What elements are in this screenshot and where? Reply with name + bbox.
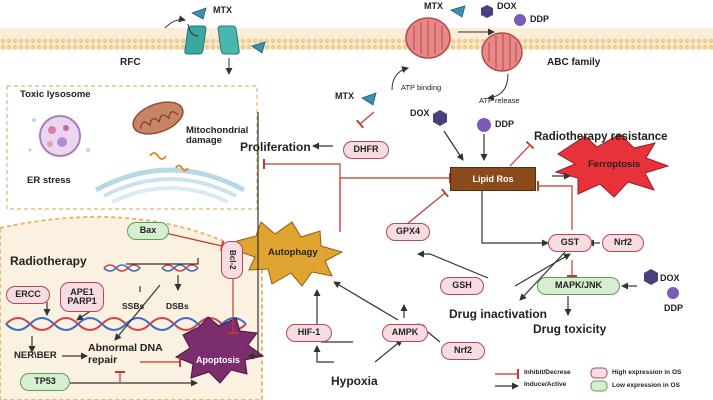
legend-high-swatch (590, 367, 608, 379)
dsbs-label: DSBs (166, 301, 189, 311)
gsh-node: GSH (440, 277, 484, 295)
mtx-top-drug-icon (191, 7, 207, 20)
ddp-top-label: DDP (530, 14, 550, 24)
mtx-abc-drug-icon (450, 5, 466, 18)
tp53-node: TP53 (20, 373, 70, 391)
mtx-rfc-drug-icon (251, 41, 266, 54)
mtx-left-label: MTX (335, 91, 354, 101)
abc-transporter-1-icon (405, 17, 451, 59)
ampk-to-autophagy-arrow (333, 281, 399, 321)
ferroptosis-star (554, 133, 670, 198)
dox-to-lipid-arrow (443, 130, 464, 161)
atp-binding-arrow (391, 66, 409, 91)
radiotherapy-label: Radiotherapy (10, 254, 87, 268)
protein-squiggle-icon (149, 152, 189, 172)
gsh-to-gpx4-arrow (417, 250, 489, 279)
drug-inactivation-label: Drug inactivation (449, 307, 548, 321)
mtx-top-right-label: MTX (424, 1, 443, 11)
dox-cell-drug-icon (433, 110, 447, 126)
hypoxia-to-ampk-arrow (374, 339, 403, 363)
autophagy-inhibit-proliferation (263, 159, 341, 232)
ddp-right-drug-icon (667, 287, 679, 299)
apoptosis-label: Apoptosis (196, 355, 240, 365)
dna-fragments-icon (103, 264, 199, 272)
dox-center-label: DOX (410, 108, 430, 118)
mapk-jnk-node: MAPK/JNK (537, 277, 620, 295)
drug-toxicity-label: Drug toxicity (533, 322, 607, 336)
bax-inhibit-bcl2 (164, 232, 225, 252)
ercc-node: ERCC (6, 286, 50, 304)
rfc-arrow-left (164, 15, 186, 29)
organelle-box (6, 85, 258, 210)
gst-to-drug-inactivation-arrow (519, 251, 566, 301)
dhfr-node: DHFR (343, 141, 389, 159)
bcl2-node: Bcl-2 (221, 241, 243, 279)
er-icon (94, 167, 246, 204)
gsh-to-gst-arrow (514, 253, 571, 287)
nrf2-right-node: Nrf2 (602, 234, 644, 252)
rfc-transporter-icon (184, 25, 240, 55)
gpx4-inhibit-lipid (406, 188, 449, 225)
dox-right-drug-icon (644, 269, 658, 285)
abnormal-dna-repair-label: Abnormal DNA repair (88, 342, 163, 366)
proliferation-label: Proliferation (240, 140, 311, 154)
bax-node: Bax (127, 222, 169, 240)
mtx-cell-drug-icon (361, 92, 377, 106)
radiotherapy-resistance-label: Radiotherapy resistance (534, 131, 668, 143)
atp-release-arrow (487, 73, 509, 101)
atp-binding-label: ATP binding (401, 83, 442, 92)
toxic-lysosome-label: Toxic lysosome (20, 89, 91, 100)
dox-top-label: DOX (497, 1, 517, 11)
hypoxia-label: Hypoxia (331, 374, 378, 388)
lipid-ros-node: Lipid Ros (450, 167, 536, 191)
rfc-label: RFC (120, 57, 141, 68)
abc-transporter-2-icon (481, 32, 523, 72)
organelle-to-apoptosis-arrow (247, 112, 259, 360)
membrane-lipid-heads (0, 28, 713, 50)
radiotherapy-to-breaks-line (126, 258, 199, 265)
lysosome-icon (28, 115, 90, 157)
dox-abc-drug-icon (481, 5, 493, 18)
hypoxia-to-hif1-arrow (313, 345, 334, 363)
abc-family-label: ABC family (547, 57, 601, 68)
legend-induce-label: Induce/Active (524, 381, 567, 388)
legend-low-swatch (590, 380, 608, 392)
dsbs-to-abnormal-arrow (114, 284, 161, 341)
mtx-top-label: MTX (213, 5, 232, 15)
ner-ber-label: NER\BER (14, 350, 57, 361)
gst-inhibit-lipid (537, 181, 573, 230)
mitochondrion-icon (132, 101, 184, 135)
legend-low-label: Low expression in OS (612, 382, 680, 389)
legend-high-label: High expression in OS (612, 369, 682, 376)
gst-node: GST (548, 234, 592, 252)
ferroptosis-label: Ferroptosis (588, 159, 641, 170)
ddp-right-label: DDP (664, 303, 684, 313)
legend-inhibit-label: Inhibit/Decrese (524, 369, 571, 376)
ape1-parp1-node: APE1 PARP1 (60, 282, 104, 312)
rfc-arrow-right (187, 23, 199, 37)
nrf2-bottom-node: Nrf2 (441, 342, 485, 360)
lipid-inhibit-radioresistance (509, 140, 535, 167)
ddp-center-label: DDP (495, 119, 515, 129)
atp-release-label: ATP release (479, 96, 520, 105)
ddp-abc-drug-icon (514, 14, 526, 26)
hif1-node: HIF-1 (286, 324, 332, 342)
autophagy-label: Autophagy (268, 247, 318, 258)
lipid-to-gst-arrow (481, 190, 549, 247)
autophagy-star (236, 221, 344, 287)
er-stress-label: ER stress (27, 175, 71, 186)
ssbs-label: SSBs (122, 301, 145, 311)
mtx-inhibit-dhfr (355, 111, 375, 129)
ampk-node: AMPK (382, 324, 428, 342)
dox-right-label: DOX (660, 273, 680, 283)
apoptosis-star (174, 316, 265, 384)
mitochondrial-damage-label: Mitochondrial damage (186, 125, 249, 147)
gpx4-node: GPX4 (386, 223, 430, 241)
ddp-cell-drug-icon (477, 118, 491, 132)
